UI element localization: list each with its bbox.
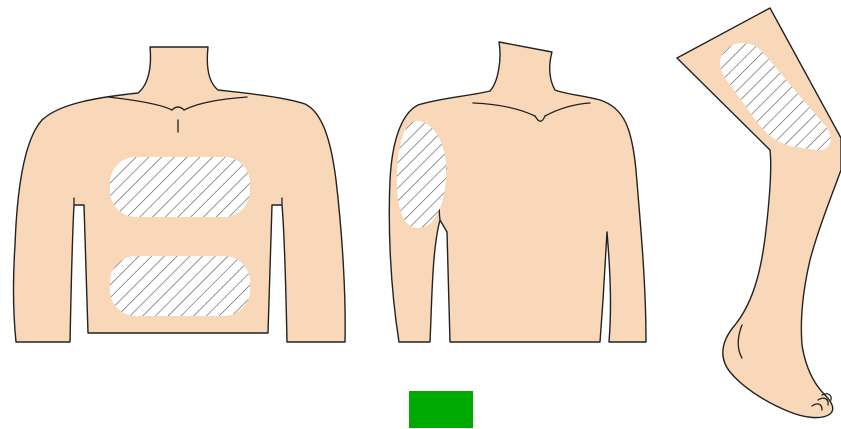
- upper-chest-zone: [110, 157, 250, 217]
- torso-front-figure: [13, 47, 345, 342]
- confirm-button[interactable]: [409, 391, 473, 428]
- torso-side-figure: [389, 42, 646, 342]
- leg-figure: [677, 8, 841, 418]
- lower-chest-zone: [110, 256, 250, 316]
